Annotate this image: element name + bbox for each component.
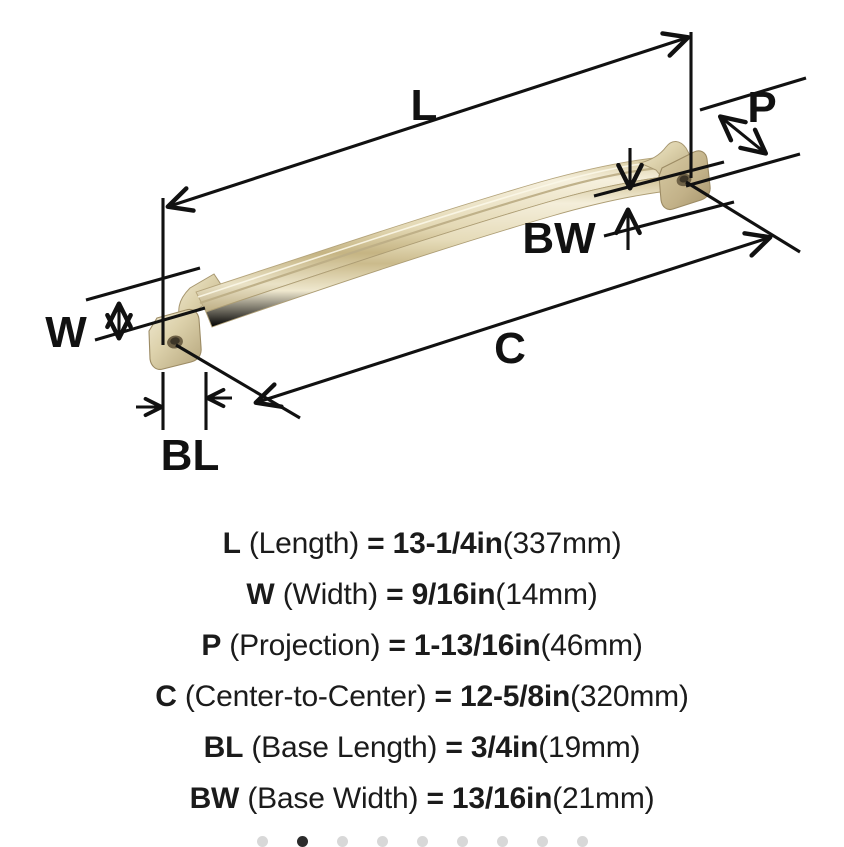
dimension-spec-list: L (Length) = 13-1/4in(337mm) W (Width) =… (0, 518, 844, 824)
label-base-length: BL (161, 431, 220, 480)
label-length: L (411, 81, 438, 130)
dimension-line-length (165, 31, 691, 213)
mounting-post-left (148, 308, 202, 370)
dimension-line-center-to-center (253, 231, 773, 409)
spec-metric-value: (19mm) (538, 731, 641, 764)
spec-equals: = (388, 629, 406, 662)
carousel-dot[interactable] (456, 836, 468, 847)
carousel-dot[interactable] (536, 836, 548, 847)
spec-imperial-value: 13/16in (451, 782, 553, 815)
spec-imperial-value: 3/4in (470, 731, 539, 764)
spec-name: (Base Length) (251, 731, 438, 764)
spec-abbr: C (155, 680, 177, 713)
spec-imperial-value: 13-1/4in (392, 527, 503, 560)
spec-row-width: W (Width) = 9/16in(14mm) (0, 569, 844, 620)
appliance-pull-illustration (148, 141, 711, 370)
spec-abbr: W (246, 578, 275, 611)
spec-row-base-width: BW (Base Width) = 13/16in(21mm) (0, 773, 844, 824)
dimension-arrow-base-width (614, 148, 644, 250)
carousel-dot[interactable] (336, 836, 348, 847)
spec-name: (Length) (248, 527, 360, 560)
spec-metric-value: (21mm) (552, 782, 655, 815)
spec-equals: = (434, 680, 453, 713)
carousel-dot[interactable] (416, 836, 428, 847)
spec-equals: = (386, 578, 404, 611)
dimension-arrow-base-length (136, 398, 232, 407)
spec-metric-value: (46mm) (540, 629, 643, 662)
spec-equals: = (445, 731, 463, 764)
spec-abbr: P (201, 629, 222, 662)
dimension-lines (85, 31, 807, 430)
spec-imperial-value: 12-5/8in (459, 680, 571, 713)
spec-row-projection: P (Projection) = 1-13/16in(46mm) (0, 620, 844, 671)
spec-row-base-length: BL (Base Length) = 3/4in(19mm) (0, 722, 844, 773)
spec-name: (Width) (282, 578, 378, 611)
dimension-diagram: L W P C BL BW (45, 31, 807, 480)
spec-name: (Projection) (229, 629, 381, 662)
spec-imperial-value: 9/16in (411, 578, 496, 611)
spec-row-center-to-center: C (Center-to-Center) = 12-5/8in(320mm) (0, 671, 844, 722)
spec-row-length: L (Length) = 13-1/4in(337mm) (0, 518, 844, 569)
label-projection: P (747, 83, 776, 132)
carousel-dot[interactable] (496, 836, 508, 847)
dimension-diagram-svg: L W P C BL BW (45, 31, 807, 480)
spec-equals: = (426, 782, 444, 815)
spec-imperial-value: 1-13/16in (413, 629, 541, 662)
spec-metric-value: (337mm) (502, 527, 622, 560)
carousel-indicator[interactable] (0, 836, 844, 847)
carousel-dot[interactable] (376, 836, 388, 847)
spec-abbr: L (222, 527, 241, 560)
carousel-dot-active[interactable] (296, 836, 308, 847)
spec-metric-value: (14mm) (495, 578, 598, 611)
label-base-width: BW (522, 214, 596, 263)
spec-abbr: BW (189, 782, 240, 815)
carousel-dot[interactable] (576, 836, 588, 847)
label-width: W (45, 308, 87, 357)
spec-name: (Base Width) (247, 782, 419, 815)
spec-equals: = (367, 527, 385, 560)
spec-name: (Center-to-Center) (184, 680, 427, 713)
carousel-dot[interactable] (256, 836, 268, 847)
spec-metric-value: (320mm) (570, 680, 689, 713)
spec-abbr: BL (203, 731, 244, 764)
label-center-to-center: C (494, 324, 526, 373)
dimension-arrow-projection (717, 114, 769, 156)
